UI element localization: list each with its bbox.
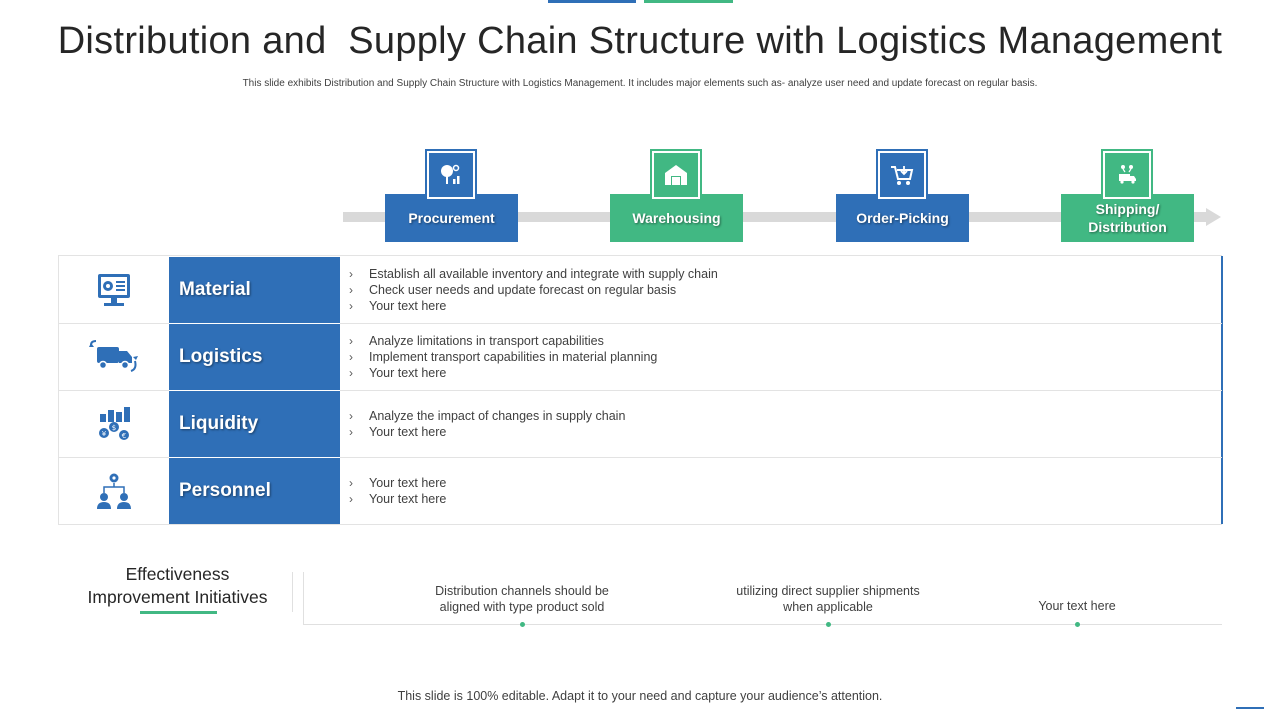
bullet-item: › Implement transport capabilities in mat… xyxy=(349,349,1209,365)
effectiveness-divider xyxy=(292,572,293,612)
initiative-text-line1: Your text here xyxy=(1038,599,1116,613)
bullet-item: › Your text here xyxy=(349,298,1209,314)
chevron-right-icon: › xyxy=(349,491,353,506)
corner-accent xyxy=(1236,707,1264,709)
row-label: Liquidity xyxy=(169,390,340,457)
bullet-text: Your text here xyxy=(369,475,447,490)
timeline-left-edge xyxy=(303,572,304,625)
chevron-right-icon: › xyxy=(349,298,353,313)
chevron-right-icon: › xyxy=(349,424,353,439)
svg-text:€: € xyxy=(122,432,126,440)
step-label: Procurement xyxy=(408,210,495,226)
initiative-item: utilizing direct supplier shipments when… xyxy=(713,583,943,615)
step-icon-frame xyxy=(650,149,702,201)
procurement-icon xyxy=(429,153,473,197)
shopping-cart-icon xyxy=(880,153,924,197)
bullet-text: Analyze limitations in transport capabil… xyxy=(369,333,604,348)
step-shipping-distribution: Shipping/ Distribution xyxy=(1061,194,1194,242)
step-procurement: Procurement xyxy=(385,194,518,242)
bullet-item: › Check user needs and update forecast on… xyxy=(349,282,1209,298)
bullet-text: Analyze the impact of changes in supply … xyxy=(369,408,626,423)
bullet-text: Implement transport capabilities in mate… xyxy=(369,349,658,364)
effectiveness-title: Effectiveness Improvement Initiatives xyxy=(70,563,285,609)
effectiveness-title-line1: Effectiveness xyxy=(125,564,230,584)
table-row-personnel: Personnel › Your text here › Your text her… xyxy=(59,457,1222,524)
page-title: Distribution and Supply Chain Structure … xyxy=(57,20,1223,62)
step-order-picking: Order-Picking xyxy=(836,194,969,242)
chevron-right-icon: › xyxy=(349,475,353,490)
bullet-text: Your text here xyxy=(369,491,447,506)
bullet-text: Your text here xyxy=(369,298,447,313)
bullet-item: › Your text here xyxy=(349,365,1209,381)
monitor-gear-icon xyxy=(59,256,169,323)
timeline-dot xyxy=(520,622,525,627)
bullet-item: › Your text here xyxy=(349,424,1209,440)
supply-chain-table: Material › Establish all available invent… xyxy=(58,255,1223,525)
chevron-right-icon: › xyxy=(349,266,353,281)
table-row-liquidity: ¥ $ € Liquidity › Analyze the impact of cha… xyxy=(59,390,1222,458)
timeline-dot xyxy=(1075,622,1080,627)
process-arrow-line xyxy=(343,212,1207,222)
initiative-item: Distribution channels should be aligned … xyxy=(412,583,632,615)
chevron-right-icon: › xyxy=(349,333,353,348)
warehouse-icon xyxy=(654,153,698,197)
bullet-item: › Your text here xyxy=(349,475,1209,491)
svg-text:¥: ¥ xyxy=(102,430,107,438)
chevron-right-icon: › xyxy=(349,282,353,297)
timeline-dot xyxy=(826,622,831,627)
bullet-item: › Analyze the impact of changes in supply… xyxy=(349,408,1209,424)
process-arrow-head xyxy=(1206,208,1221,226)
initiative-text-line2: aligned with type product sold xyxy=(439,600,605,614)
timeline-baseline xyxy=(303,624,1222,625)
row-divider xyxy=(59,323,1222,324)
top-accent-blue xyxy=(548,0,636,3)
row-label: Personnel xyxy=(169,457,340,524)
row-label: Logistics xyxy=(169,323,340,390)
bullet-text: Check user needs and update forecast on … xyxy=(369,282,677,297)
initiative-text-line1: Distribution channels should be xyxy=(435,584,609,598)
initiative-text-line2: when applicable xyxy=(783,600,873,614)
top-accent-green xyxy=(644,0,733,3)
chevron-right-icon: › xyxy=(349,349,353,364)
row-description: › Analyze the impact of changes in supply… xyxy=(349,390,1209,457)
chevron-right-icon: › xyxy=(349,365,353,380)
bullet-text: Your text here xyxy=(369,365,447,380)
bullet-item: › Your text here xyxy=(349,491,1209,507)
row-description: › Analyze limitations in transport capabi… xyxy=(349,323,1209,390)
bullet-text: Establish all available inventory and in… xyxy=(369,266,718,281)
step-warehousing: Warehousing xyxy=(610,194,743,242)
row-divider xyxy=(59,457,1222,458)
step-label: Warehousing xyxy=(632,210,721,226)
table-row-material: Material › Establish all available invent… xyxy=(59,256,1222,324)
row-label: Material xyxy=(169,256,340,323)
step-label: Order-Picking xyxy=(856,210,949,226)
team-gear-icon xyxy=(59,457,169,524)
row-divider xyxy=(59,390,1222,391)
currency-chart-icon: ¥ $ € xyxy=(59,390,169,457)
footer-note: This slide is 100% editable. Adapt it to… xyxy=(397,689,883,703)
table-row-logistics: Logistics › Analyze limitations in transp… xyxy=(59,323,1222,391)
table-right-border xyxy=(1221,256,1223,524)
initiative-text-line1: utilizing direct supplier shipments xyxy=(736,584,920,598)
bullet-text: Your text here xyxy=(369,424,447,439)
step-label: Shipping/ Distribution xyxy=(1088,201,1167,235)
effectiveness-underline xyxy=(140,611,217,614)
truck-cycle-icon xyxy=(59,323,169,390)
bullet-item: › Establish all available inventory and i… xyxy=(349,266,1209,282)
row-description: › Your text here › Your text here xyxy=(349,457,1209,524)
step-icon-frame xyxy=(1101,149,1153,201)
step-icon-frame xyxy=(876,149,928,201)
effectiveness-title-line2: Improvement Initiatives xyxy=(87,587,268,607)
chevron-right-icon: › xyxy=(349,408,353,423)
svg-text:$: $ xyxy=(112,424,116,432)
page-subtitle: This slide exhibits Distribution and Sup… xyxy=(242,78,1038,89)
bullet-item: › Analyze limitations in transport capabi… xyxy=(349,333,1209,349)
delivery-truck-icon xyxy=(1105,153,1149,197)
row-description: › Establish all available inventory and i… xyxy=(349,256,1209,323)
initiative-item: Your text here xyxy=(1017,598,1137,614)
step-icon-frame xyxy=(425,149,477,201)
